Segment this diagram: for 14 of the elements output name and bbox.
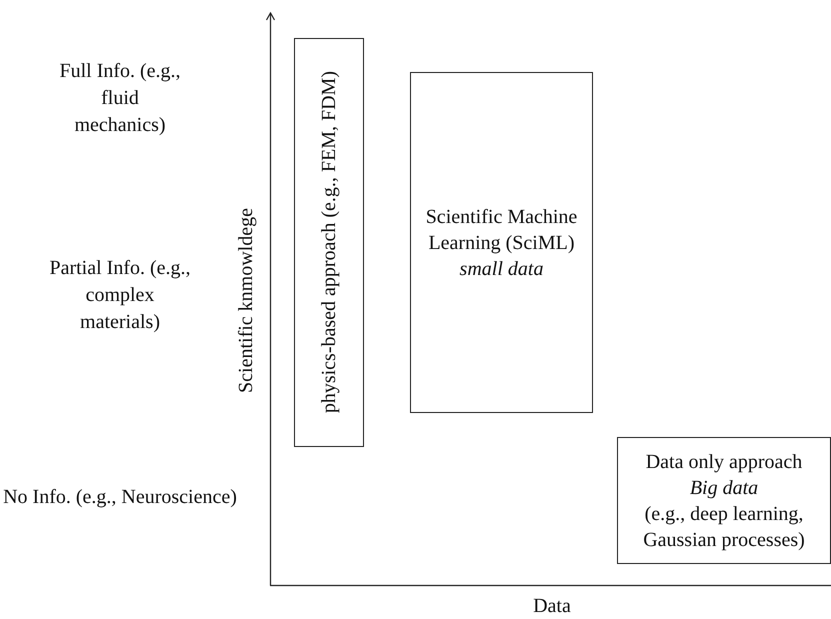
approach-box bbox=[617, 437, 831, 564]
level-label: Full Info. (e.g., fluid mechanics) bbox=[58, 59, 182, 138]
box-note: small data bbox=[460, 256, 544, 282]
box-title: physics-based approach (e.g., FEM, FDM) bbox=[317, 71, 341, 414]
level-label: No Info. (e.g., Neuroscience) bbox=[2, 485, 238, 510]
box-note: Big data bbox=[690, 476, 758, 500]
box-title: Data only approach bbox=[646, 450, 802, 474]
axis-title: Data bbox=[533, 594, 571, 618]
level-label: Partial Info. (e.g., complex materials) bbox=[48, 256, 192, 335]
box-title: Scientific Machine Learning (SciML) bbox=[424, 204, 578, 256]
box-note: (e.g., deep learning, Gaussian processes) bbox=[642, 502, 806, 552]
axis-title: Scientific knmowldege bbox=[234, 208, 258, 392]
approach-box bbox=[294, 38, 364, 447]
approach-box bbox=[410, 72, 593, 413]
